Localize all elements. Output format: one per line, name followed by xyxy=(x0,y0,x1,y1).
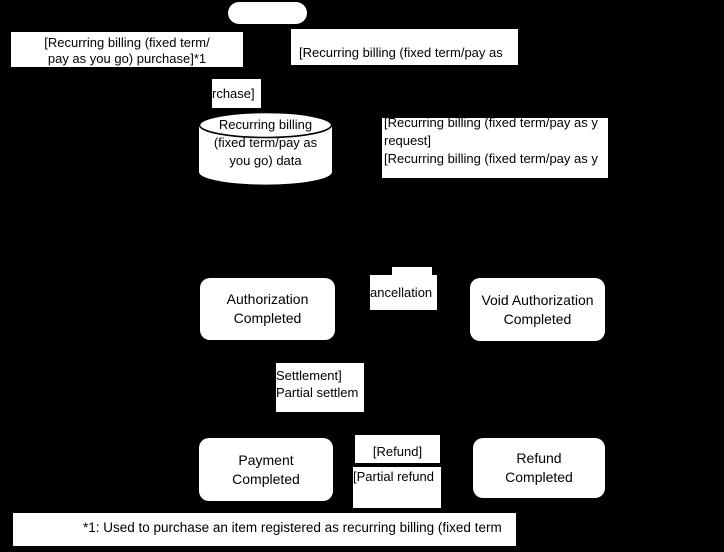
label-line: [Refund] xyxy=(372,444,423,459)
label-line: [Recurring billing (fixed term/ xyxy=(44,35,210,50)
datastore-label-line: (fixed term/pay as xyxy=(213,135,318,150)
state-label-line: Completed xyxy=(232,470,300,487)
label-line: ancellation xyxy=(370,285,433,300)
label-line: [Recurring billing (fixed term/pay as y xyxy=(384,151,598,166)
label-request-group: [Recurring billing (fixed term/pay as y … xyxy=(382,118,608,178)
label-settlement: Settlement] Partial settlem xyxy=(276,363,364,412)
label-refund: [Refund] xyxy=(355,435,440,463)
cylinder-shape xyxy=(198,111,333,185)
label-cancellation-notch xyxy=(392,267,432,276)
state-refund-completed: Refund Completed xyxy=(473,438,605,498)
label-line: [Recurring billing (fixed term/pay as y xyxy=(384,118,598,130)
label-partial-refund: [Partial refund xyxy=(353,467,441,508)
state-label-line: Completed xyxy=(505,469,573,485)
label-line: Partial settlem xyxy=(276,385,359,400)
footnote: *1: Used to purchase an item registered … xyxy=(13,513,516,546)
state-label-line: Completed xyxy=(233,310,302,326)
state-label-line: Authorization xyxy=(226,291,309,307)
datastore-cylinder: Recurring billing (fixed term/pay as you… xyxy=(198,111,333,185)
state-payment-completed: Payment Completed xyxy=(199,438,333,501)
start-node xyxy=(228,2,307,24)
label-line: request] xyxy=(384,133,431,148)
label-line: [Partial refund xyxy=(353,469,434,484)
label-recurring-purchase-left: [Recurring billing (fixed term/ pay as y… xyxy=(11,32,243,67)
label-line: pay as you go) purchase]*1 xyxy=(47,51,207,66)
label-recurring-top-right: [Recurring billing (fixed term/pay as xyxy=(291,29,518,65)
state-void-authorization-completed: Void Authorization Completed xyxy=(470,278,605,341)
datastore-label-line: you go) data xyxy=(229,153,302,168)
label-line: rchase] xyxy=(212,86,255,101)
state-label-line: Payment xyxy=(238,451,294,468)
label-line: Settlement] xyxy=(276,368,342,383)
label-cancellation: ancellation xyxy=(370,275,437,310)
label-line: [Recurring billing (fixed term/pay as xyxy=(299,45,503,60)
state-label-line: Completed xyxy=(503,310,572,327)
label-purchase-clipped: rchase] xyxy=(212,79,261,108)
state-label-line: Void Authorization xyxy=(481,291,594,308)
state-authorization-completed: Authorization Completed xyxy=(200,278,335,340)
state-label-line: Refund xyxy=(516,450,562,466)
datastore-label-line: Recurring billing xyxy=(218,117,313,132)
footnote-text: *1: Used to purchase an item registered … xyxy=(83,520,502,535)
